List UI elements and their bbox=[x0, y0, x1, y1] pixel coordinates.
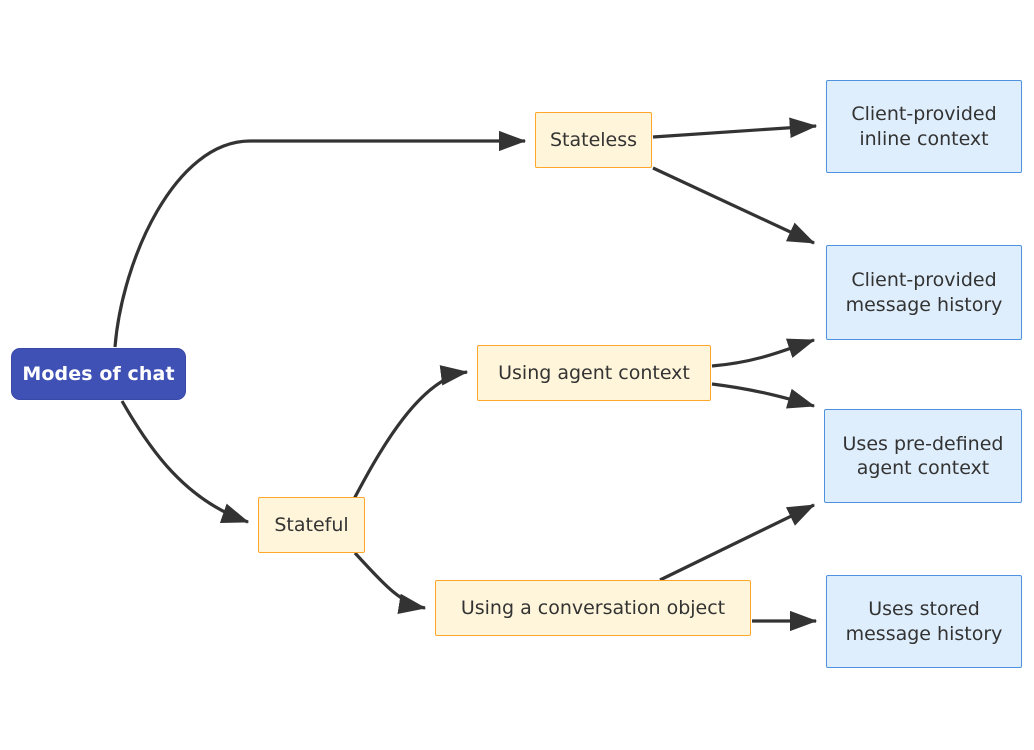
node-label-stateless: Stateless bbox=[549, 128, 638, 151]
node-agentctx[interactable]: Using agent context bbox=[477, 345, 711, 401]
node-label-msghist: Client-provided message history bbox=[845, 269, 1003, 316]
edge-convobj-to-predef bbox=[659, 503, 816, 582]
node-predef[interactable]: Uses pre-defined agent context bbox=[824, 409, 1022, 503]
node-label-stored: Uses stored message history bbox=[845, 598, 1003, 645]
edge-root-to-stateful bbox=[120, 400, 250, 524]
node-inline[interactable]: Client-provided inline context bbox=[826, 80, 1022, 173]
node-convobj[interactable]: Using a conversation object bbox=[435, 580, 751, 636]
node-label-inline: Client-provided inline context bbox=[851, 103, 997, 150]
edge-stateless-to-msghist bbox=[652, 166, 816, 245]
node-root[interactable]: Modes of chat bbox=[11, 348, 186, 400]
node-msghist[interactable]: Client-provided message history bbox=[826, 245, 1022, 340]
node-label-root: Modes of chat bbox=[22, 362, 175, 385]
node-label-agentctx: Using agent context bbox=[498, 361, 690, 384]
node-label-predef: Uses pre-defined agent context bbox=[842, 432, 1004, 479]
edge-agentctx-to-msghist bbox=[711, 338, 816, 368]
node-stored[interactable]: Uses stored message history bbox=[826, 575, 1022, 668]
edge-root-to-stateless bbox=[113, 130, 527, 348]
edge-stateful-to-convobj bbox=[353, 551, 427, 614]
node-stateful[interactable]: Stateful bbox=[258, 497, 365, 553]
node-stateless[interactable]: Stateless bbox=[535, 112, 652, 168]
edge-stateless-to-inline bbox=[652, 117, 818, 139]
node-label-convobj: Using a conversation object bbox=[460, 596, 726, 619]
edge-stateful-to-agentctx bbox=[352, 365, 469, 500]
node-label-stateful: Stateful bbox=[274, 513, 349, 536]
edge-agentctx-to-predef bbox=[711, 382, 816, 409]
